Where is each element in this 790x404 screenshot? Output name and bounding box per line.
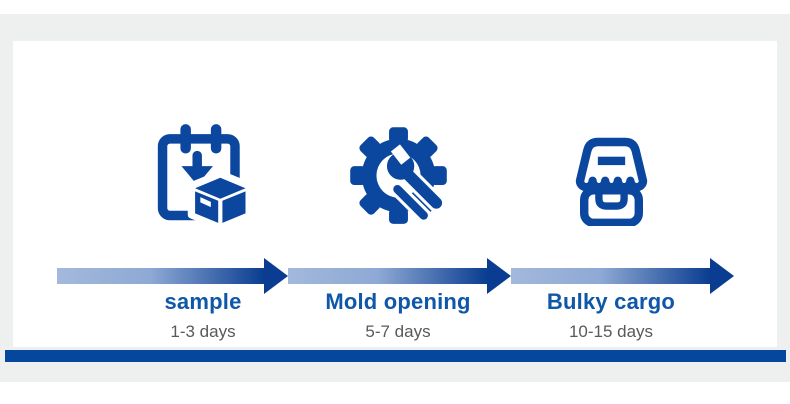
content-card: sample 1-3 days [13, 41, 777, 347]
timeline-arrow-head-3 [710, 258, 734, 294]
timeline-arrow-bar-1 [57, 268, 264, 284]
timeline-arrow-bar-2 [288, 268, 487, 284]
timeline-arrow-head-1 [264, 258, 288, 294]
storefront-icon [559, 121, 664, 226]
step-duration: 1-3 days [170, 322, 236, 341]
step-mold-opening: Mold opening 5-7 days [298, 121, 498, 342]
step-label: Bulky cargo [546, 289, 676, 314]
step-sample: sample 1-3 days [103, 121, 303, 342]
step-label: Mold opening [325, 289, 471, 314]
step-duration: 5-7 days [365, 322, 431, 341]
step-bulky-cargo: Bulky cargo 10-15 days [511, 121, 711, 342]
step-label: sample [164, 289, 242, 314]
step-duration: 10-15 days [568, 322, 654, 341]
bottom-accent-bar [5, 350, 786, 362]
gear-wrench-icon [346, 121, 451, 226]
calendar-box-icon [151, 121, 256, 226]
timeline-arrow-head-2 [487, 258, 511, 294]
timeline-arrow-bar-3 [511, 268, 710, 284]
